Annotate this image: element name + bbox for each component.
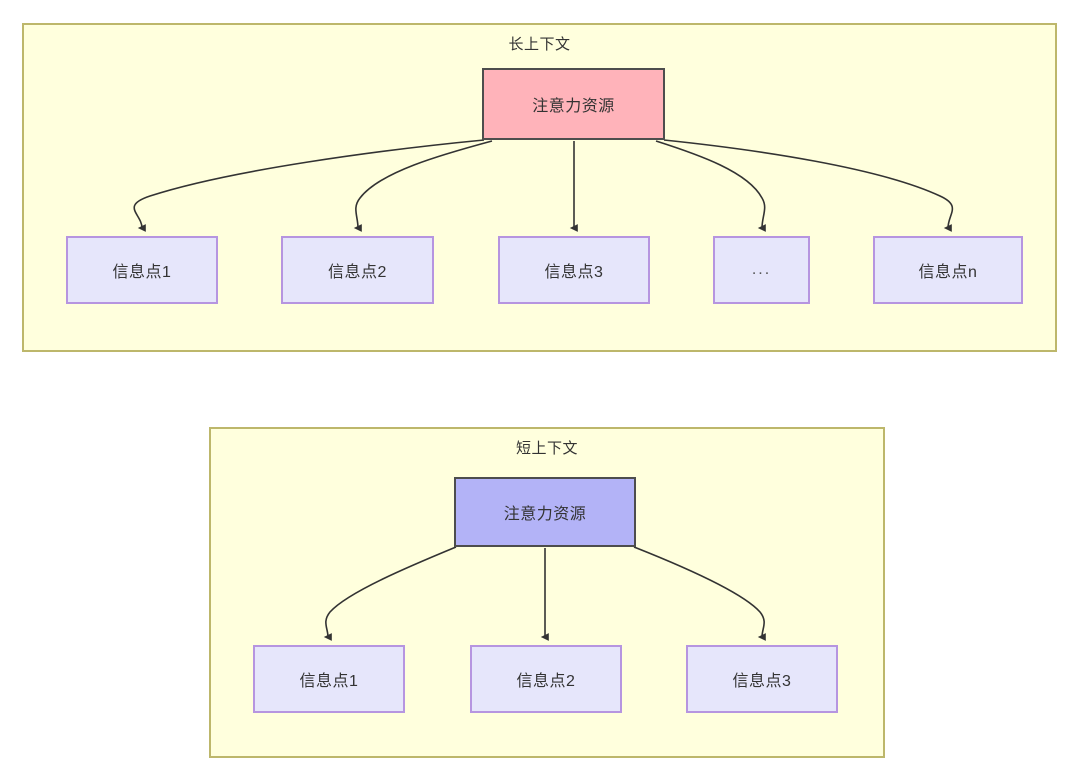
short-context-root-node-label: 注意力资源 <box>503 506 587 523</box>
long-context-leaf-node-1-label: 信息点1 <box>112 264 172 281</box>
long-context-leaf-node-3[interactable]: 信息点3 <box>498 236 650 304</box>
short-context-leaf-node-3[interactable]: 信息点3 <box>686 645 838 713</box>
long-context-leaf-node-3-label: 信息点3 <box>544 264 604 281</box>
long-context-root-node[interactable]: 注意力资源 <box>482 68 665 140</box>
long-context-leaf-node-5-label: 信息点n <box>918 264 978 281</box>
panel-short-context-title: 短上下文 <box>515 440 578 457</box>
long-context-leaf-node-5[interactable]: 信息点n <box>873 236 1023 304</box>
short-context-leaf-node-2[interactable]: 信息点2 <box>470 645 622 713</box>
short-context-leaf-node-3-label: 信息点3 <box>732 673 792 690</box>
long-context-leaf-node-4[interactable]: ... <box>713 236 810 304</box>
long-context-leaf-node-2[interactable]: 信息点2 <box>281 236 434 304</box>
short-context-leaf-node-2-label: 信息点2 <box>516 673 576 690</box>
long-context-leaf-node-1[interactable]: 信息点1 <box>66 236 218 304</box>
long-context-leaf-node-2-label: 信息点2 <box>328 264 387 281</box>
short-context-root-node[interactable]: 注意力资源 <box>454 477 636 547</box>
long-context-leaf-node-4-label: ... <box>751 261 772 278</box>
short-context-leaf-node-1-label: 信息点1 <box>299 673 359 690</box>
long-context-root-node-label: 注意力资源 <box>532 98 615 115</box>
short-context-leaf-node-1[interactable]: 信息点1 <box>253 645 405 713</box>
panel-long-context-title: 长上下文 <box>508 36 571 53</box>
